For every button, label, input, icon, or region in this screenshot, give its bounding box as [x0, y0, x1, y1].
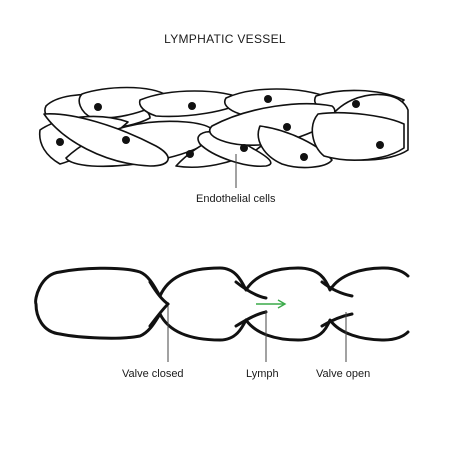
vessel-lower-wall	[58, 312, 410, 342]
valve-closed-lower-flap	[148, 302, 170, 328]
nucleus	[352, 100, 360, 108]
nucleus	[56, 138, 64, 146]
endothelial-cell	[311, 111, 405, 161]
nucleus	[122, 136, 130, 144]
nucleus	[186, 150, 194, 158]
label-endothelial-cells: Endothelial cells	[196, 193, 276, 205]
valve-middle-upper-flap	[234, 280, 268, 300]
nucleus	[240, 144, 248, 152]
nucleus	[300, 153, 308, 161]
nuclei	[56, 95, 384, 161]
vessel-upper-wall	[58, 266, 410, 298]
valve-open-lower-flap	[320, 312, 354, 328]
endothelial-cell	[257, 125, 333, 169]
label-valve-closed: Valve closed	[122, 368, 184, 380]
valve-closed-upper-flap	[148, 280, 170, 306]
diagram-title: LYMPHATIC VESSEL	[164, 32, 286, 46]
nucleus	[283, 123, 291, 131]
label-valve-open: Valve open	[316, 368, 371, 380]
vessel-section	[34, 266, 410, 342]
valve-open-upper-flap	[320, 280, 354, 298]
nucleus	[376, 141, 384, 149]
endothelial-cell-layer	[38, 86, 409, 169]
nucleus	[94, 103, 102, 111]
lymph-flow-arrow	[256, 299, 287, 309]
nucleus	[188, 102, 196, 110]
nucleus	[264, 95, 272, 103]
label-lymph: Lymph	[246, 368, 279, 380]
bottom-leader-lines	[167, 306, 347, 362]
valve-middle-lower-flap	[234, 310, 268, 328]
endothelial-cell	[43, 113, 169, 167]
vessel-left-end	[34, 270, 62, 336]
